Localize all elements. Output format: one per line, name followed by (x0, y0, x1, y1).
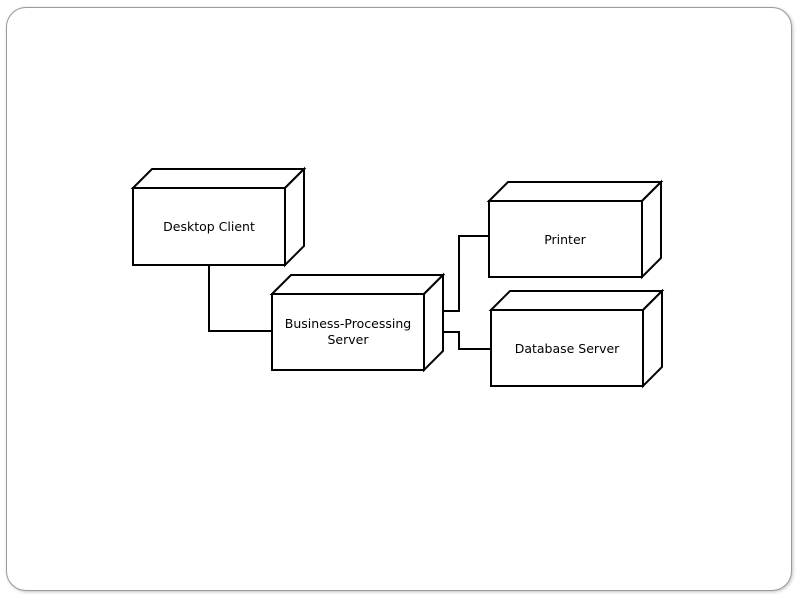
node-label-desktop-client: Desktop Client (163, 219, 255, 234)
node-label-business-line1: Business-Processing (285, 316, 411, 331)
link-business-to-printer (443, 235, 489, 312)
node-front-face (132, 187, 286, 266)
node-top-face (130, 168, 307, 189)
node-top-face (269, 274, 446, 295)
node-business-processing-server: Business-Processing Server (269, 272, 446, 373)
node-database-server: Database Server (488, 288, 665, 389)
node-label-database-server: Database Server (515, 341, 620, 356)
node-front-face (488, 200, 643, 278)
node-desktop-client: Desktop Client (130, 166, 307, 268)
node-top-face (488, 290, 665, 311)
node-top-face (486, 181, 664, 202)
node-label-printer: Printer (544, 232, 586, 247)
node-label-business-line2: Server (328, 332, 370, 347)
node-front-face (490, 309, 644, 387)
link-business-to-database (443, 331, 491, 350)
connections (208, 235, 491, 350)
link-desktop-to-business (208, 265, 272, 332)
node-front-face (271, 293, 425, 371)
node-printer: Printer (486, 179, 664, 280)
